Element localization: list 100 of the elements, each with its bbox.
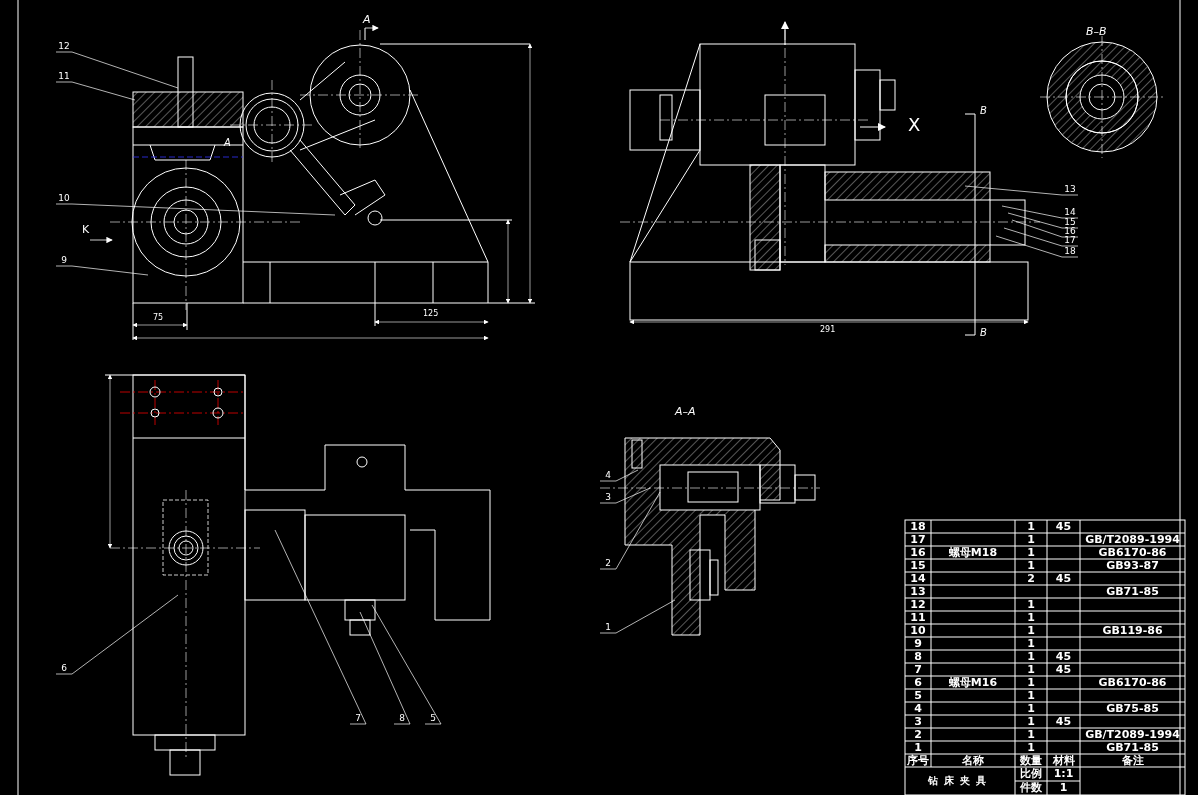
table-cell-text: GB/T2089-1994 xyxy=(1084,533,1181,546)
table-cell-text: 10 xyxy=(909,624,927,637)
table-cell-text: 1 xyxy=(1026,650,1036,663)
table-cell-text: GB6170-86 xyxy=(1097,546,1168,559)
leader-line xyxy=(964,185,1079,196)
table-cell-text: 45 xyxy=(1054,663,1073,676)
table-cell-text: 15 xyxy=(909,559,927,572)
table-cell-text: 18 xyxy=(909,520,927,533)
callout-number: 15 xyxy=(1062,216,1078,228)
leader-line xyxy=(599,469,639,482)
callout-number: 16 xyxy=(1062,225,1078,237)
table-cell-text: 1 xyxy=(1026,689,1036,702)
callout-number: 13 xyxy=(1062,183,1078,195)
table-cell-text: 13 xyxy=(909,585,927,598)
table-cell-text: 1 xyxy=(1026,520,1036,533)
leader-line xyxy=(55,203,336,216)
table-cell-text: 1 xyxy=(1026,676,1036,689)
callout-number: 6 xyxy=(56,662,72,674)
table-cell-text: GB6170-86 xyxy=(1097,676,1168,689)
section-label: B–B xyxy=(1086,26,1107,37)
dimension-text: 125 xyxy=(423,310,439,318)
view-label: K xyxy=(82,224,90,235)
table-cell-text: 1 xyxy=(1026,559,1036,572)
leader-line xyxy=(599,599,676,634)
callout-number: 8 xyxy=(394,712,410,724)
callout-number: 11 xyxy=(56,70,72,82)
leader-line xyxy=(1003,227,1079,247)
callout-number: 1 xyxy=(600,621,616,633)
table-cell-text: 螺母M16 xyxy=(947,676,999,689)
callout-number: 4 xyxy=(600,469,616,481)
table-cell-text: 序号 xyxy=(906,754,930,767)
table-cell-text: 45 xyxy=(1054,520,1073,533)
table-cell-text: 9 xyxy=(913,637,923,650)
table-cell-text: 17 xyxy=(909,533,927,546)
section-label: A xyxy=(224,138,231,148)
callout-number: 10 xyxy=(56,192,72,204)
callout-number: 5 xyxy=(425,712,441,724)
section-label: A xyxy=(363,14,371,25)
table-cell-text: 45 xyxy=(1054,572,1073,585)
table-cell-text: GB93-87 xyxy=(1105,559,1160,572)
leader-line xyxy=(359,611,411,725)
callout-number: 9 xyxy=(56,254,72,266)
table-cell-text: 1 xyxy=(1026,663,1036,676)
table-cell-text: 1 xyxy=(1026,741,1036,754)
table-cell-text: 1 xyxy=(1026,598,1036,611)
callout-number: 12 xyxy=(56,40,72,52)
leader-line xyxy=(995,235,1079,258)
callout-number: 7 xyxy=(350,712,366,724)
table-cell-text: 45 xyxy=(1054,650,1073,663)
leader-line xyxy=(55,265,149,276)
leader-line xyxy=(1011,219,1079,238)
view-mark: X xyxy=(908,116,921,134)
leader-line xyxy=(55,594,179,675)
leader-line xyxy=(371,604,442,725)
table-cell-text: 1 xyxy=(1026,533,1036,546)
table-cell-text: 16 xyxy=(909,546,927,559)
table-cell-text: 8 xyxy=(913,650,923,663)
table-cell-text: 1 xyxy=(1026,637,1036,650)
leader-line xyxy=(1007,212,1079,229)
table-cell-text: 材料 xyxy=(1051,754,1076,767)
table-cell-text: 1 xyxy=(1058,781,1069,795)
table-cell-text: 1 xyxy=(1026,728,1036,741)
callout-number: 17 xyxy=(1062,234,1078,246)
table-cell-text: 1 xyxy=(1026,546,1036,559)
table-cell-text: GB119-86 xyxy=(1101,624,1164,637)
leader-line xyxy=(274,529,367,725)
table-cell-text: 比例 xyxy=(1019,767,1043,781)
table-cell-text: GB/T2089-1994 xyxy=(1084,728,1181,741)
table-cell-text: GB75-85 xyxy=(1105,702,1160,715)
table-cell-text: GB71-85 xyxy=(1105,741,1160,754)
table-cell-text: 11 xyxy=(909,611,927,624)
dimension-text: 291 xyxy=(820,326,836,334)
dimension-text: 75 xyxy=(153,314,164,322)
leader-line xyxy=(55,51,179,89)
table-cell-text: 2 xyxy=(1026,572,1036,585)
table-cell-text: 12 xyxy=(909,598,927,611)
section-label: B xyxy=(980,328,987,338)
table-cell-text: 1:1 xyxy=(1052,767,1075,781)
table-cell-text: 5 xyxy=(913,689,923,702)
callout-number: 18 xyxy=(1062,245,1078,257)
leader-line xyxy=(55,81,136,101)
section-label: B xyxy=(980,106,987,116)
callout-number: 2 xyxy=(600,557,616,569)
table-cell-text: 钻床夹具 xyxy=(927,774,993,788)
table-cell-text: GB71-85 xyxy=(1105,585,1160,598)
table-cell-text: 4 xyxy=(913,702,923,715)
table-cell-text: 6 xyxy=(913,676,923,689)
table-cell-text: 件数 xyxy=(1019,781,1043,795)
table-cell-text: 1 xyxy=(1026,715,1036,728)
callout-number: 3 xyxy=(600,491,616,503)
table-cell-text: 数量 xyxy=(1019,754,1043,767)
table-cell-text: 2 xyxy=(913,728,923,741)
leader-line xyxy=(599,487,651,504)
table-cell-text: 1 xyxy=(1026,624,1036,637)
table-cell-text: 1 xyxy=(1026,702,1036,715)
table-cell-text: 1 xyxy=(1026,611,1036,624)
table-cell-text: 备注 xyxy=(1120,754,1145,767)
table-cell-text: 名称 xyxy=(961,754,985,767)
leader-line xyxy=(1001,205,1079,219)
leader-line xyxy=(599,491,661,570)
